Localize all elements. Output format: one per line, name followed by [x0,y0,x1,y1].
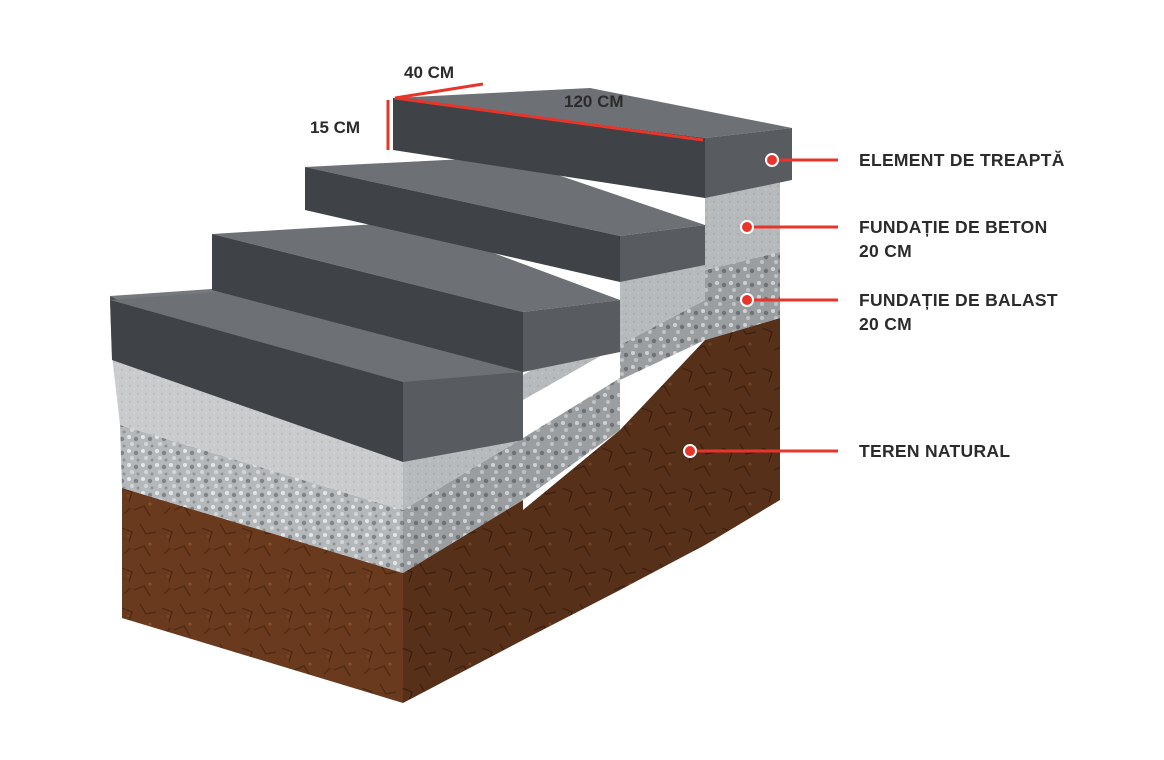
callout-step-element: ELEMENT DE TREAPTĂ [765,149,1065,170]
soil-layer [122,318,780,703]
legend-gravel-foundation-thickness: 20 CM [859,314,912,334]
gravel-layer [120,252,780,573]
width-label: 120 CM [564,92,624,111]
callouts: ELEMENT DE TREAPTĂ FUNDAȚIE DE BETON 20 … [683,149,1065,461]
depth-dimension-line [394,82,484,100]
callout-concrete-foundation: FUNDAȚIE DE BETON 20 CM [740,217,1048,261]
dimension-lines: 40 CM 120 CM 15 CM [310,63,704,150]
callout-natural-ground: TEREN NATURAL [683,441,1010,461]
depth-label: 40 CM [404,63,454,82]
legend-natural-ground: TEREN NATURAL [859,441,1010,461]
height-label: 15 CM [310,118,360,137]
step-elements [110,88,792,462]
legend-gravel-foundation: FUNDAȚIE DE BALAST [859,290,1058,310]
legend-concrete-foundation: FUNDAȚIE DE BETON [859,217,1048,237]
width-dimension-line [394,96,704,142]
legend-concrete-foundation-thickness: 20 CM [859,241,912,261]
legend-step-element: ELEMENT DE TREAPTĂ [859,149,1065,170]
callout-gravel-foundation: FUNDAȚIE DE BALAST 20 CM [740,290,1058,334]
